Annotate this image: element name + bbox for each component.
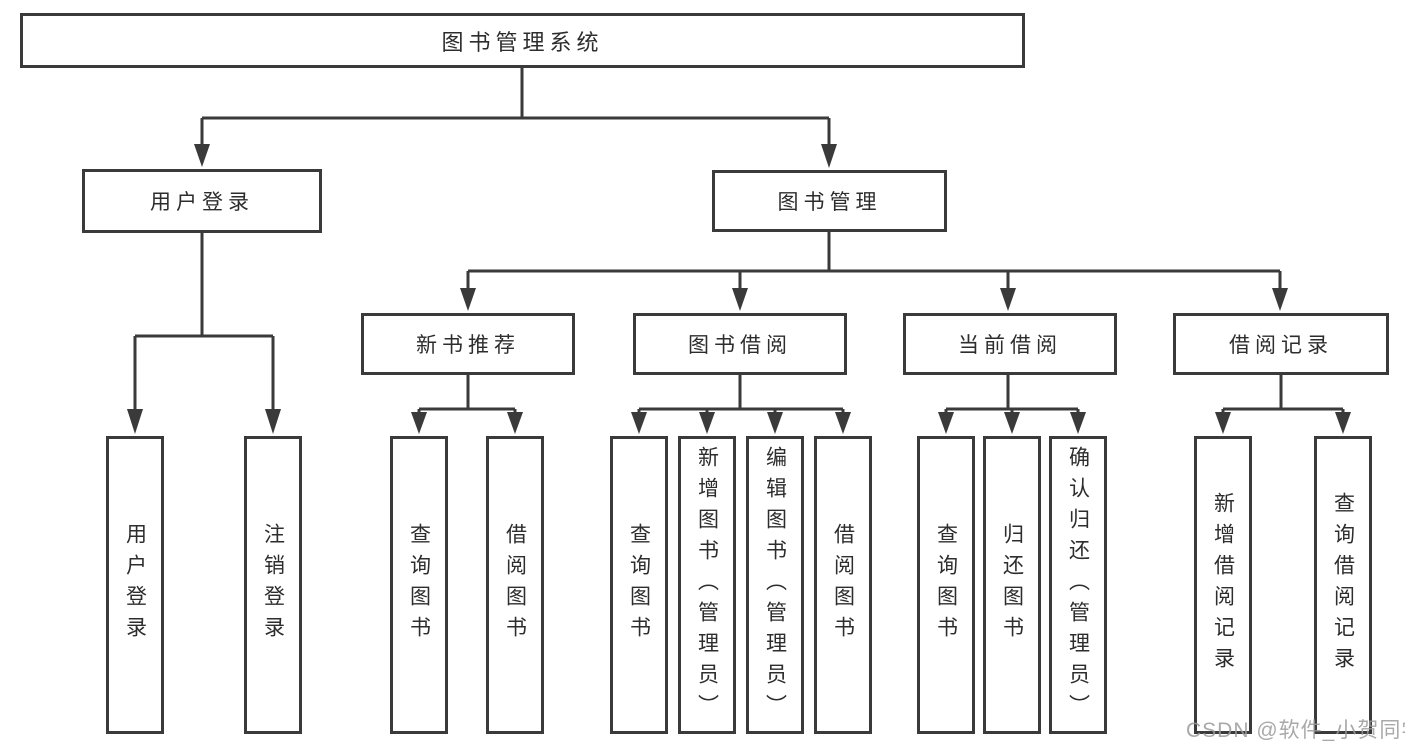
node-book-management: 图书管理 [712, 170, 947, 232]
leaf-query-borrow-record: 查询借阅记录 [1314, 436, 1372, 734]
leaf-return-books: 归还图书 [983, 436, 1041, 734]
leaf-confirm-return-admin: 确认归还（管理员） [1049, 436, 1107, 734]
leaf-query-books-recommend: 查询图书 [390, 436, 448, 734]
connector-new-book-split [411, 375, 523, 434]
leaf-label: 用户登录 [123, 523, 147, 647]
leaf-edit-books-admin: 编辑图书（管理员） [746, 436, 804, 734]
leaf-label: 查询图书 [407, 523, 431, 647]
watermark-text: CSDN @软件_小贺同学 [1186, 719, 1405, 742]
node-user-login: 用户登录 [82, 169, 322, 233]
leaf-label: 新增图书（管理员） [695, 445, 719, 725]
leaf-label: 借阅图书 [503, 523, 527, 647]
connector-user-login-split [127, 233, 281, 434]
node-new-book-recommend: 新书推荐 [361, 313, 575, 375]
leaf-label: 归还图书 [1000, 523, 1024, 647]
connector-book-borrow-split [631, 375, 851, 434]
leaf-add-books-admin: 新增图书（管理员） [678, 436, 736, 734]
leaf-label: 确认归还（管理员） [1066, 445, 1090, 725]
node-label: 图书管理系统 [441, 29, 604, 55]
connector-borrow-records-split [1215, 375, 1351, 434]
leaf-label: 查询图书 [627, 523, 651, 647]
node-library-management-system: 图书管理系统 [20, 13, 1025, 68]
node-label: 用户登录 [150, 191, 254, 214]
node-label: 借阅记录 [1229, 334, 1333, 357]
node-label: 当前借阅 [958, 334, 1062, 357]
node-label: 图书借阅 [688, 334, 792, 357]
leaf-label: 借阅图书 [831, 523, 855, 647]
connector-root-split [194, 68, 837, 168]
leaf-borrow-books-recommend: 借阅图书 [486, 436, 544, 734]
node-label: 图书管理 [777, 191, 882, 214]
leaf-logout: 注销登录 [244, 436, 302, 734]
connector-book-management-split [460, 232, 1288, 311]
leaf-user-login: 用户登录 [106, 436, 164, 734]
leaf-borrow-books: 借阅图书 [814, 436, 872, 734]
node-label: 新书推荐 [416, 334, 520, 357]
leaf-query-books-current: 查询图书 [917, 436, 975, 734]
leaf-label: 新增借阅记录 [1211, 492, 1235, 678]
connector-current-borrow-split [938, 375, 1086, 434]
leaf-label: 查询借阅记录 [1331, 492, 1355, 678]
node-book-borrow: 图书借阅 [633, 313, 847, 375]
leaf-label: 编辑图书（管理员） [763, 445, 787, 725]
node-borrow-records: 借阅记录 [1173, 313, 1389, 375]
leaf-add-borrow-record: 新增借阅记录 [1194, 436, 1252, 734]
leaf-label: 注销登录 [261, 523, 285, 647]
leaf-label: 查询图书 [934, 523, 958, 647]
leaf-query-books-borrow: 查询图书 [610, 436, 668, 734]
node-current-borrow: 当前借阅 [903, 313, 1117, 375]
